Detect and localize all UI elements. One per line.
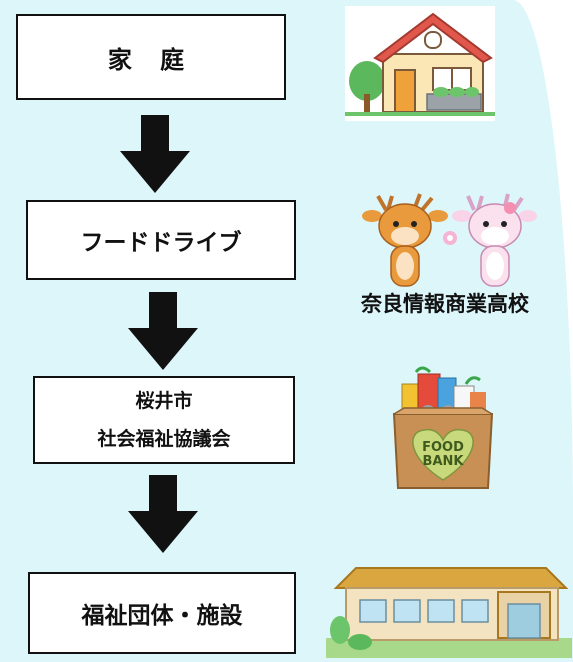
step-welfare-council-line1: 桜井市 — [135, 390, 193, 412]
down-arrow-icon — [128, 292, 198, 370]
school-name-caption: 奈良情報商業高校 — [361, 292, 529, 316]
welfare-facility-building-illustration — [326, 567, 572, 658]
step-welfare-facilities-label: 福祉団体・施設 — [81, 603, 243, 629]
step-welfare-council-line2: 社会福祉協議会 — [97, 428, 231, 450]
food-bank-sign-line1: FOOD — [422, 440, 464, 455]
deer-mascots-illustration — [362, 193, 537, 287]
food-bank-sign-line2: BANK — [423, 454, 465, 469]
house-illustration — [345, 6, 495, 121]
step-food-drive-box: フードドライブ — [26, 200, 296, 280]
step-welfare-facilities-box: 福祉団体・施設 — [28, 572, 296, 654]
step-household-box: 家 庭 — [16, 14, 286, 100]
step-welfare-council-box: 桜井市 社会福祉協議会 — [33, 376, 295, 464]
step-household-label: 家 庭 — [107, 45, 195, 74]
down-arrow-icon — [120, 115, 190, 193]
down-arrow-icon — [128, 475, 198, 553]
food-bank-box-illustration: FOOD BANK — [392, 366, 494, 489]
step-food-drive-label: フードドライブ — [80, 230, 242, 256]
